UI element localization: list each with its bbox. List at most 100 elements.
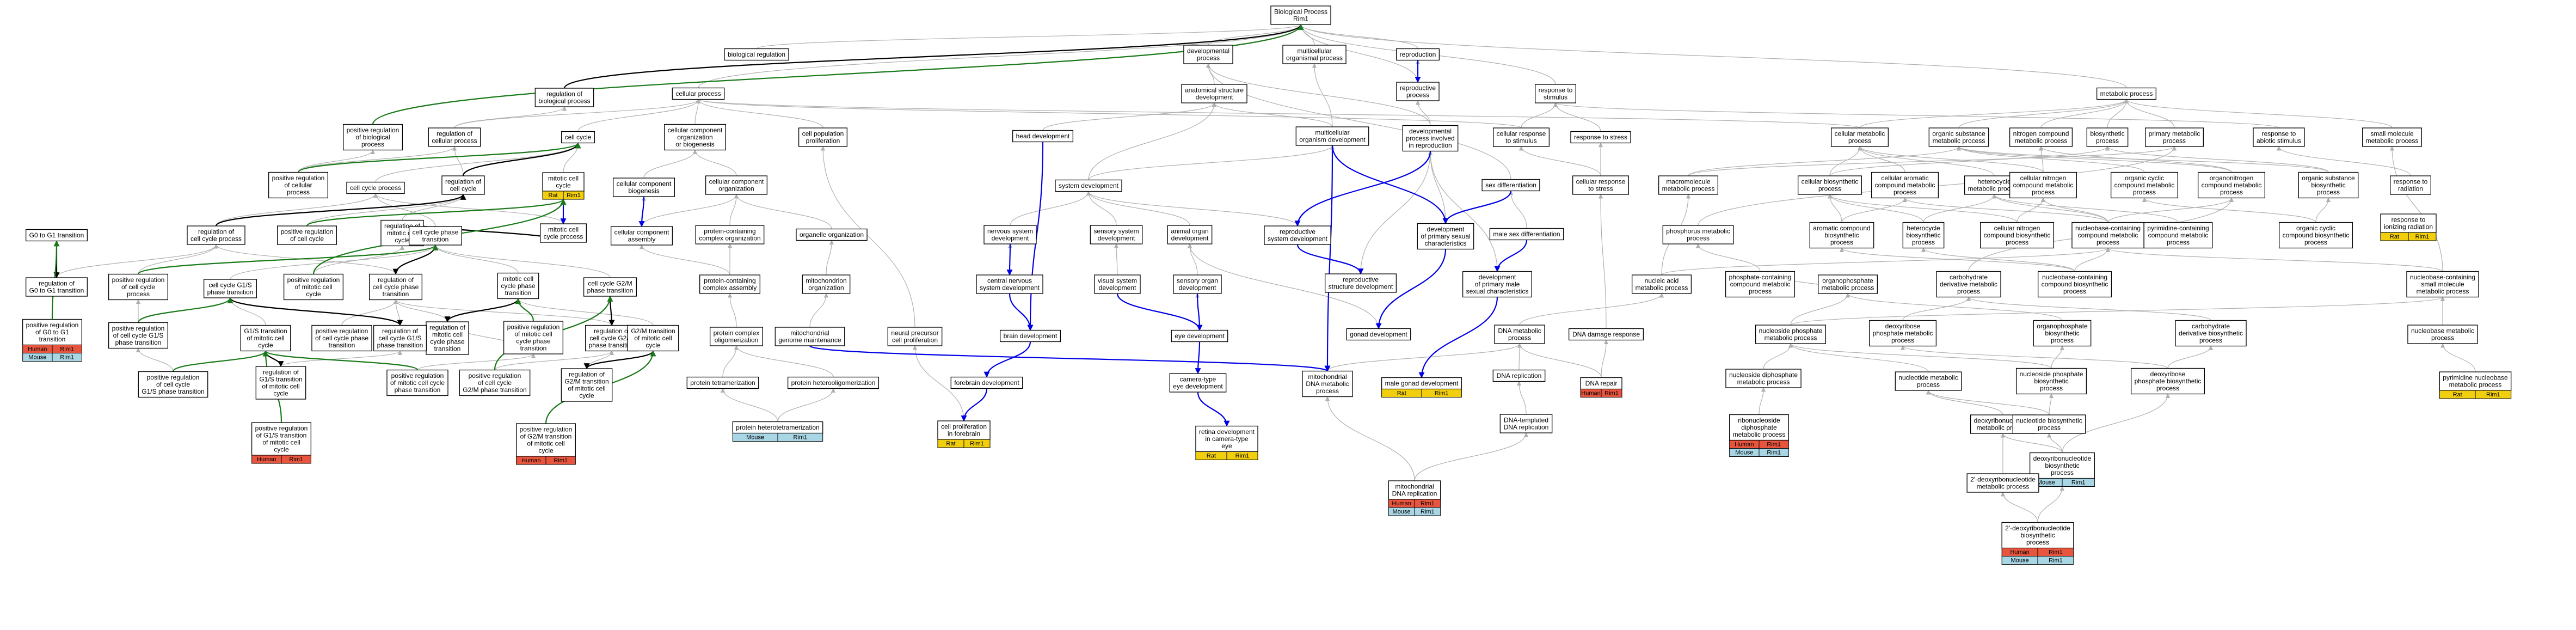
go-term-node-headdev[interactable]: head development	[1012, 130, 1074, 143]
go-term-node-ccprocess[interactable]: cell cycle process	[346, 181, 405, 194]
go-term-node-respstress[interactable]: response to stress	[1570, 131, 1631, 144]
go-term-node-malesexdiff[interactable]: male sex differentiation	[1489, 228, 1564, 241]
go-term-node-eyedev[interactable]: eye development	[1171, 329, 1228, 342]
go-term-node-sexdiff[interactable]: sex differentiation	[1481, 179, 1540, 192]
go-term-node-deoxyribonucbiosyn[interactable]: deoxyribonucleotidebiosyntheticprocessMo…	[2029, 452, 2095, 487]
go-term-node-dnadamage[interactable]: DNA damage response	[1568, 328, 1644, 341]
go-term-node-bioreg[interactable]: biological regulation	[724, 48, 789, 61]
go-term-node-twodeoxyribonucbiosyn[interactable]: 2'-deoxyribonucleotidebiosyntheticproces…	[2001, 522, 2074, 565]
go-term-node-cellcycle[interactable]: cell cycle	[561, 131, 595, 144]
go-term-node-reproduction[interactable]: reproduction	[1395, 48, 1440, 61]
go-term-node-proteintetramer[interactable]: protein tetramerization	[686, 376, 759, 389]
go-term-node-cellproc[interactable]: cellular process	[672, 87, 725, 100]
go-term-node-proteinheterooligo[interactable]: protein heterooligomerization	[787, 376, 880, 389]
go-term-node-forebraindev[interactable]: forebrain development	[950, 376, 1023, 389]
go-term-node-systemdev[interactable]: system development	[1055, 179, 1122, 192]
go-term-node-gonaddev[interactable]: gonad development	[1346, 328, 1411, 341]
go-term-node-metproc[interactable]: metabolic process	[2096, 87, 2157, 100]
go-term-node-organelleorg[interactable]: organelle organization	[796, 228, 868, 241]
